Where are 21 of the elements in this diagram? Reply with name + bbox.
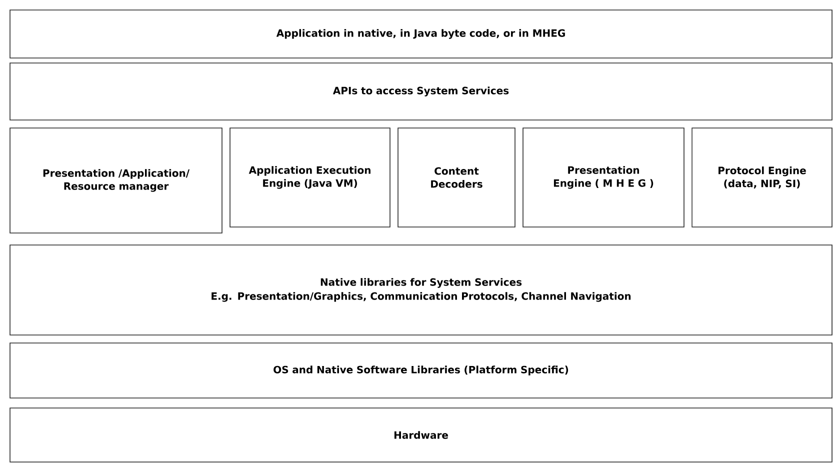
- layer-box: [522, 128, 684, 228]
- layer-text: Content Decoders: [431, 167, 482, 188]
- layer-box: [398, 128, 516, 228]
- layer-text: APIs to access System Services: [332, 86, 509, 96]
- layer-box: [10, 408, 832, 462]
- layer-box: [10, 62, 832, 120]
- layer-box: [230, 128, 390, 228]
- layer-text: E.g. Presentation/Graphics, Communication Protocols, Channel Navigation: [212, 292, 631, 302]
- layer-text: Presentation Engine ( M H E G ): [554, 166, 654, 189]
- layer-box: [10, 10, 832, 58]
- layer-box: [10, 244, 832, 336]
- layer-box: [10, 342, 832, 398]
- layer-text: Protocol Engine (data, NIP, SI): [718, 166, 806, 188]
- layer-text: Native libraries for System Services: [320, 278, 522, 288]
- layer-box: [10, 128, 222, 234]
- layer-box: [692, 128, 832, 228]
- layer-text: Presentation /Application/ Resource manager: [43, 169, 190, 192]
- layer-text: Application in native, in Java byte code, or in MHEG: [276, 29, 565, 39]
- layer-text: Application Execution Engine (Java VM): [248, 166, 370, 189]
- layer-text: OS and Native Software Libraries (Platform Specific): [274, 366, 568, 376]
- layer-text: Hardware: [394, 431, 448, 439]
